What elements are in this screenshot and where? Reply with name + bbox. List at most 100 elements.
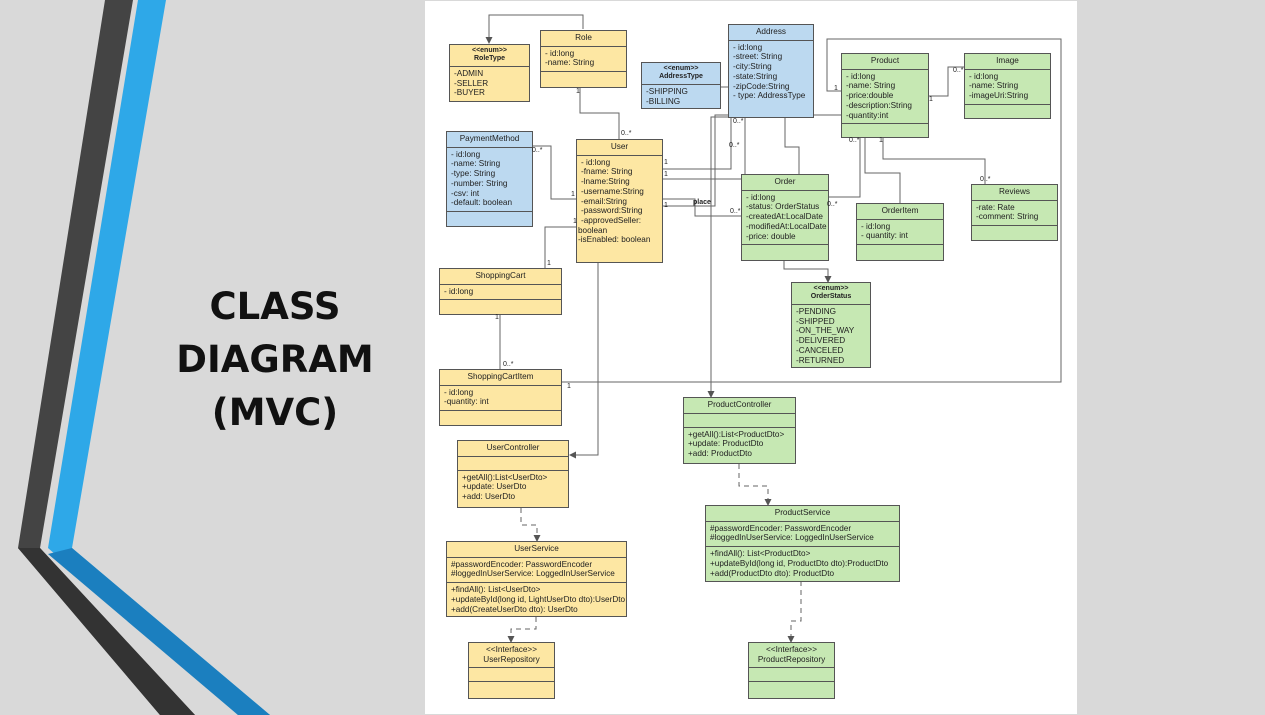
productservice-attributes: #passwordEncoder: PasswordEncoder #logge… xyxy=(706,520,899,546)
shoppingcartitem-methods xyxy=(440,410,561,424)
attribute: - id:long xyxy=(444,286,474,296)
multiplicity-label: 1 xyxy=(495,314,499,321)
class-name: OrderStatus xyxy=(810,293,852,300)
productrepository-header: <<Interface>>ProductRepository xyxy=(749,643,834,667)
blue-stripe xyxy=(48,0,270,715)
attribute: - id:long xyxy=(451,149,481,159)
productrepository-interface: <<Interface>>ProductRepository xyxy=(748,642,835,699)
multiplicity-label: 0..* xyxy=(849,137,860,144)
attribute: -fname: String xyxy=(581,167,633,177)
attribute: -number: String xyxy=(451,178,508,188)
multiplicity-label: 0..* xyxy=(730,208,741,215)
addresstype-values: -SHIPPING -BILLING xyxy=(642,84,720,108)
attribute: -description:String xyxy=(846,100,912,110)
multiplicity-label: 0..* xyxy=(733,118,744,125)
class-name: ProductRepository xyxy=(757,654,826,664)
usercontroller-class: UserController +getAll():List<UserDto> +… xyxy=(457,440,569,508)
attribute: -rate: Rate xyxy=(976,202,1015,212)
reviews-attributes: -rate: Rate -comment: String xyxy=(972,199,1057,225)
attribute: -name: String xyxy=(545,58,595,68)
enum-value: -PENDING xyxy=(796,307,837,316)
orderstatus-class: <<enum>>OrderStatus -PENDING -SHIPPED -O… xyxy=(791,282,871,368)
class-name: ShoppingCartItem xyxy=(467,372,534,381)
multiplicity-label: 1 xyxy=(571,191,575,198)
product-class: Product - id:long -name: String -price:d… xyxy=(841,53,929,138)
class-name: UserController xyxy=(486,443,540,452)
attribute: - quantity: int xyxy=(861,231,908,241)
multiplicity-label: 1 xyxy=(664,202,668,209)
attribute: -imageUri:String xyxy=(969,91,1029,101)
orderitem-methods xyxy=(857,244,943,258)
multiplicity-label: 1 xyxy=(664,171,668,178)
dark-stripe xyxy=(18,0,195,715)
product-order-line xyxy=(829,137,861,198)
address-attributes: - id:long -street: String -city:String -… xyxy=(729,39,813,104)
user-attributes: - id:long -fname: String -lname:String -… xyxy=(577,154,662,248)
method: +update: ProductDto xyxy=(688,439,764,449)
shoppingcartitem-product-line xyxy=(561,38,1062,383)
method: +add(CreateUserDto dto): UserDto xyxy=(451,604,578,614)
attribute: -password:String xyxy=(581,206,643,216)
attribute: - id:long xyxy=(746,192,776,202)
attribute: - type: AddressType xyxy=(733,91,806,101)
order-attributes: - id:long -status: OrderStatus -createdA… xyxy=(742,189,828,245)
payment-user-line xyxy=(533,145,577,200)
attribute: -status: OrderStatus xyxy=(746,202,820,212)
attribute: -username:String xyxy=(581,186,644,196)
paymentmethod-methods xyxy=(447,210,532,225)
attribute: -city:String xyxy=(733,62,772,72)
stereotype: <<enum>> xyxy=(813,285,849,292)
productservice-productrepository-dep xyxy=(787,581,802,643)
shoppingcart-class: ShoppingCart - id:long xyxy=(439,268,562,315)
method: +update: UserDto xyxy=(462,482,527,492)
roletype-class: <<enum>>RoleType -ADMIN -SELLER -BUYER xyxy=(449,44,530,102)
attribute: - id:long xyxy=(545,48,575,58)
attribute: #loggedInUserService: LoggedInUserServic… xyxy=(451,569,615,579)
product-image-line xyxy=(929,66,964,97)
reviews-methods xyxy=(972,225,1057,239)
method: +updateById(long id, ProductDto dto):Pro… xyxy=(710,558,889,568)
multiplicity-label: 1 xyxy=(547,260,551,267)
stereotype: <<Interface>> xyxy=(486,645,537,654)
userservice-userrepository-dep xyxy=(507,617,537,643)
order-methods xyxy=(742,244,828,258)
attribute: - id:long xyxy=(861,221,891,231)
enum-value: -SELLER xyxy=(454,78,489,88)
enum-value: -CANCELED xyxy=(796,345,844,355)
class-diagram-panel: <<enum>>RoleType -ADMIN -SELLER -BUYER R… xyxy=(425,1,1077,714)
attribute: -type: String xyxy=(451,169,496,179)
multiplicity-label: 1 xyxy=(879,137,883,144)
attribute: -email:String xyxy=(581,196,627,206)
role-methods xyxy=(541,71,626,85)
attribute: -street: String xyxy=(733,52,783,62)
class-name: Reviews xyxy=(999,187,1030,196)
class-name: ShoppingCart xyxy=(475,271,526,280)
image-class: Image - id:long -name: String -imageUri:… xyxy=(964,53,1051,119)
multiplicity-label: 1 xyxy=(573,218,577,225)
attribute: - id:long xyxy=(444,387,474,397)
attribute: -price: double xyxy=(746,231,796,241)
multiplicity-label: 1 xyxy=(567,383,571,390)
enum-value: -DELIVERED xyxy=(796,336,846,346)
enum-value: -SHIPPED xyxy=(796,316,835,326)
enum-value: -BUYER xyxy=(454,88,485,98)
product-reviews-line xyxy=(882,137,986,184)
method: +updateById(long id, LightUserDto dto):U… xyxy=(451,594,626,604)
method: +add: ProductDto xyxy=(688,449,752,459)
enum-value: -SHIPPING xyxy=(646,87,688,96)
class-name: Order xyxy=(774,177,796,186)
class-name: RoleType xyxy=(474,55,505,62)
class-name: ProductService xyxy=(774,508,831,517)
method: +add(ProductDto dto): ProductDto xyxy=(710,568,835,578)
paymentmethod-class: PaymentMethod - id:long -name: String -t… xyxy=(446,131,533,227)
enum-value: -RETURNED xyxy=(796,355,845,365)
user-class: User - id:long -fname: String -lname:Str… xyxy=(576,139,663,263)
enum-value: -BILLING xyxy=(646,96,681,106)
attribute: #passwordEncoder: PasswordEncoder xyxy=(451,559,593,569)
attribute: -name: String xyxy=(451,159,501,169)
roletype-values: -ADMIN -SELLER -BUYER xyxy=(450,66,529,101)
title-line-3: (MVC) xyxy=(211,391,339,434)
attribute: #loggedInUserService: LoggedInUserServic… xyxy=(710,533,874,543)
class-name: UserRepository xyxy=(483,654,540,664)
class-name: ProductController xyxy=(707,400,772,409)
